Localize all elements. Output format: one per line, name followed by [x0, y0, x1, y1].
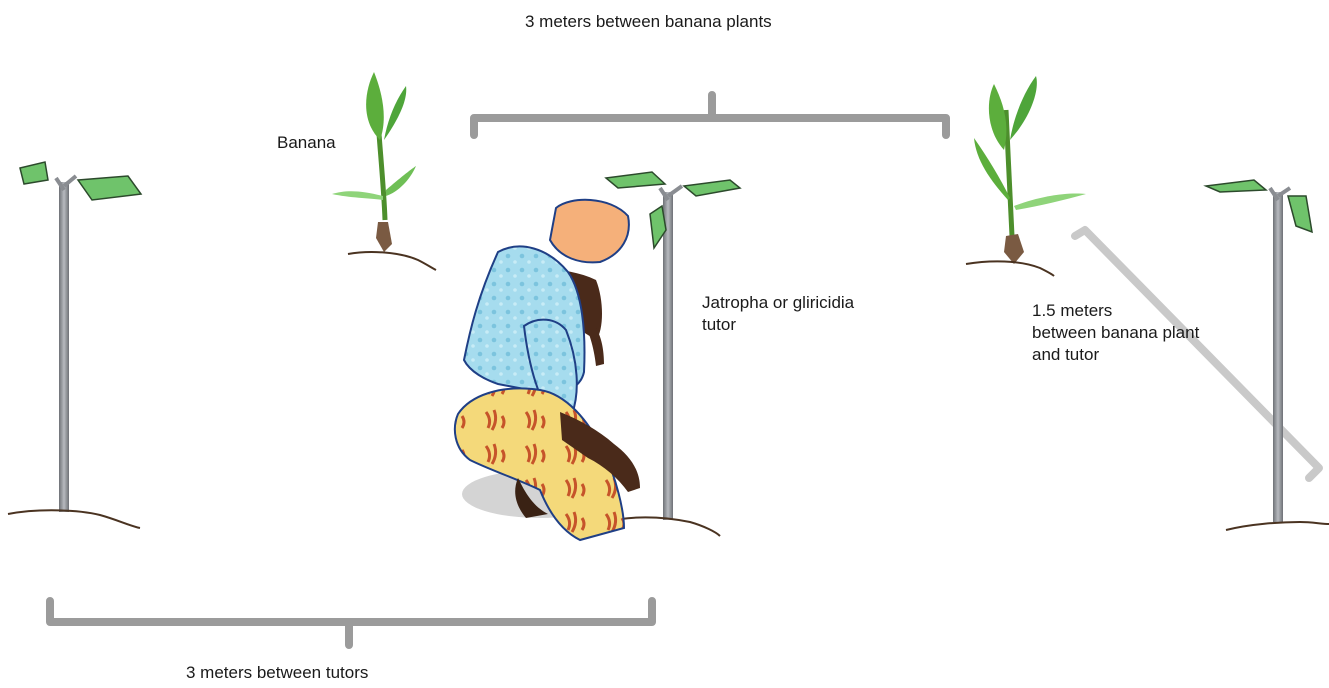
banana-plants-spacing-label: 3 meters between banana plants	[525, 11, 772, 33]
plant-tutor-line-3: and tutor	[1032, 344, 1199, 366]
plant-tutor-line-1: 1.5 meters	[1032, 300, 1199, 322]
tutor-tree-left	[8, 162, 141, 528]
plant-tutor-line-2: between banana plant	[1032, 322, 1199, 344]
tutor-type-line-2: tutor	[702, 314, 854, 336]
tutor-type-label: Jatropha or gliricidia tutor	[702, 292, 854, 336]
banana-plant-right	[966, 76, 1086, 276]
bottom-spacing-bracket	[50, 601, 652, 645]
banana-label: Banana	[277, 132, 336, 154]
plant-tutor-spacing-label: 1.5 meters between banana plant and tuto…	[1032, 300, 1199, 366]
top-spacing-bracket	[474, 95, 946, 135]
banana-plant-left	[332, 72, 436, 270]
kneeling-farmer-figure	[455, 200, 640, 540]
tutors-spacing-label: 3 meters between tutors	[186, 662, 368, 684]
tutor-type-line-1: Jatropha or gliricidia	[702, 292, 854, 314]
